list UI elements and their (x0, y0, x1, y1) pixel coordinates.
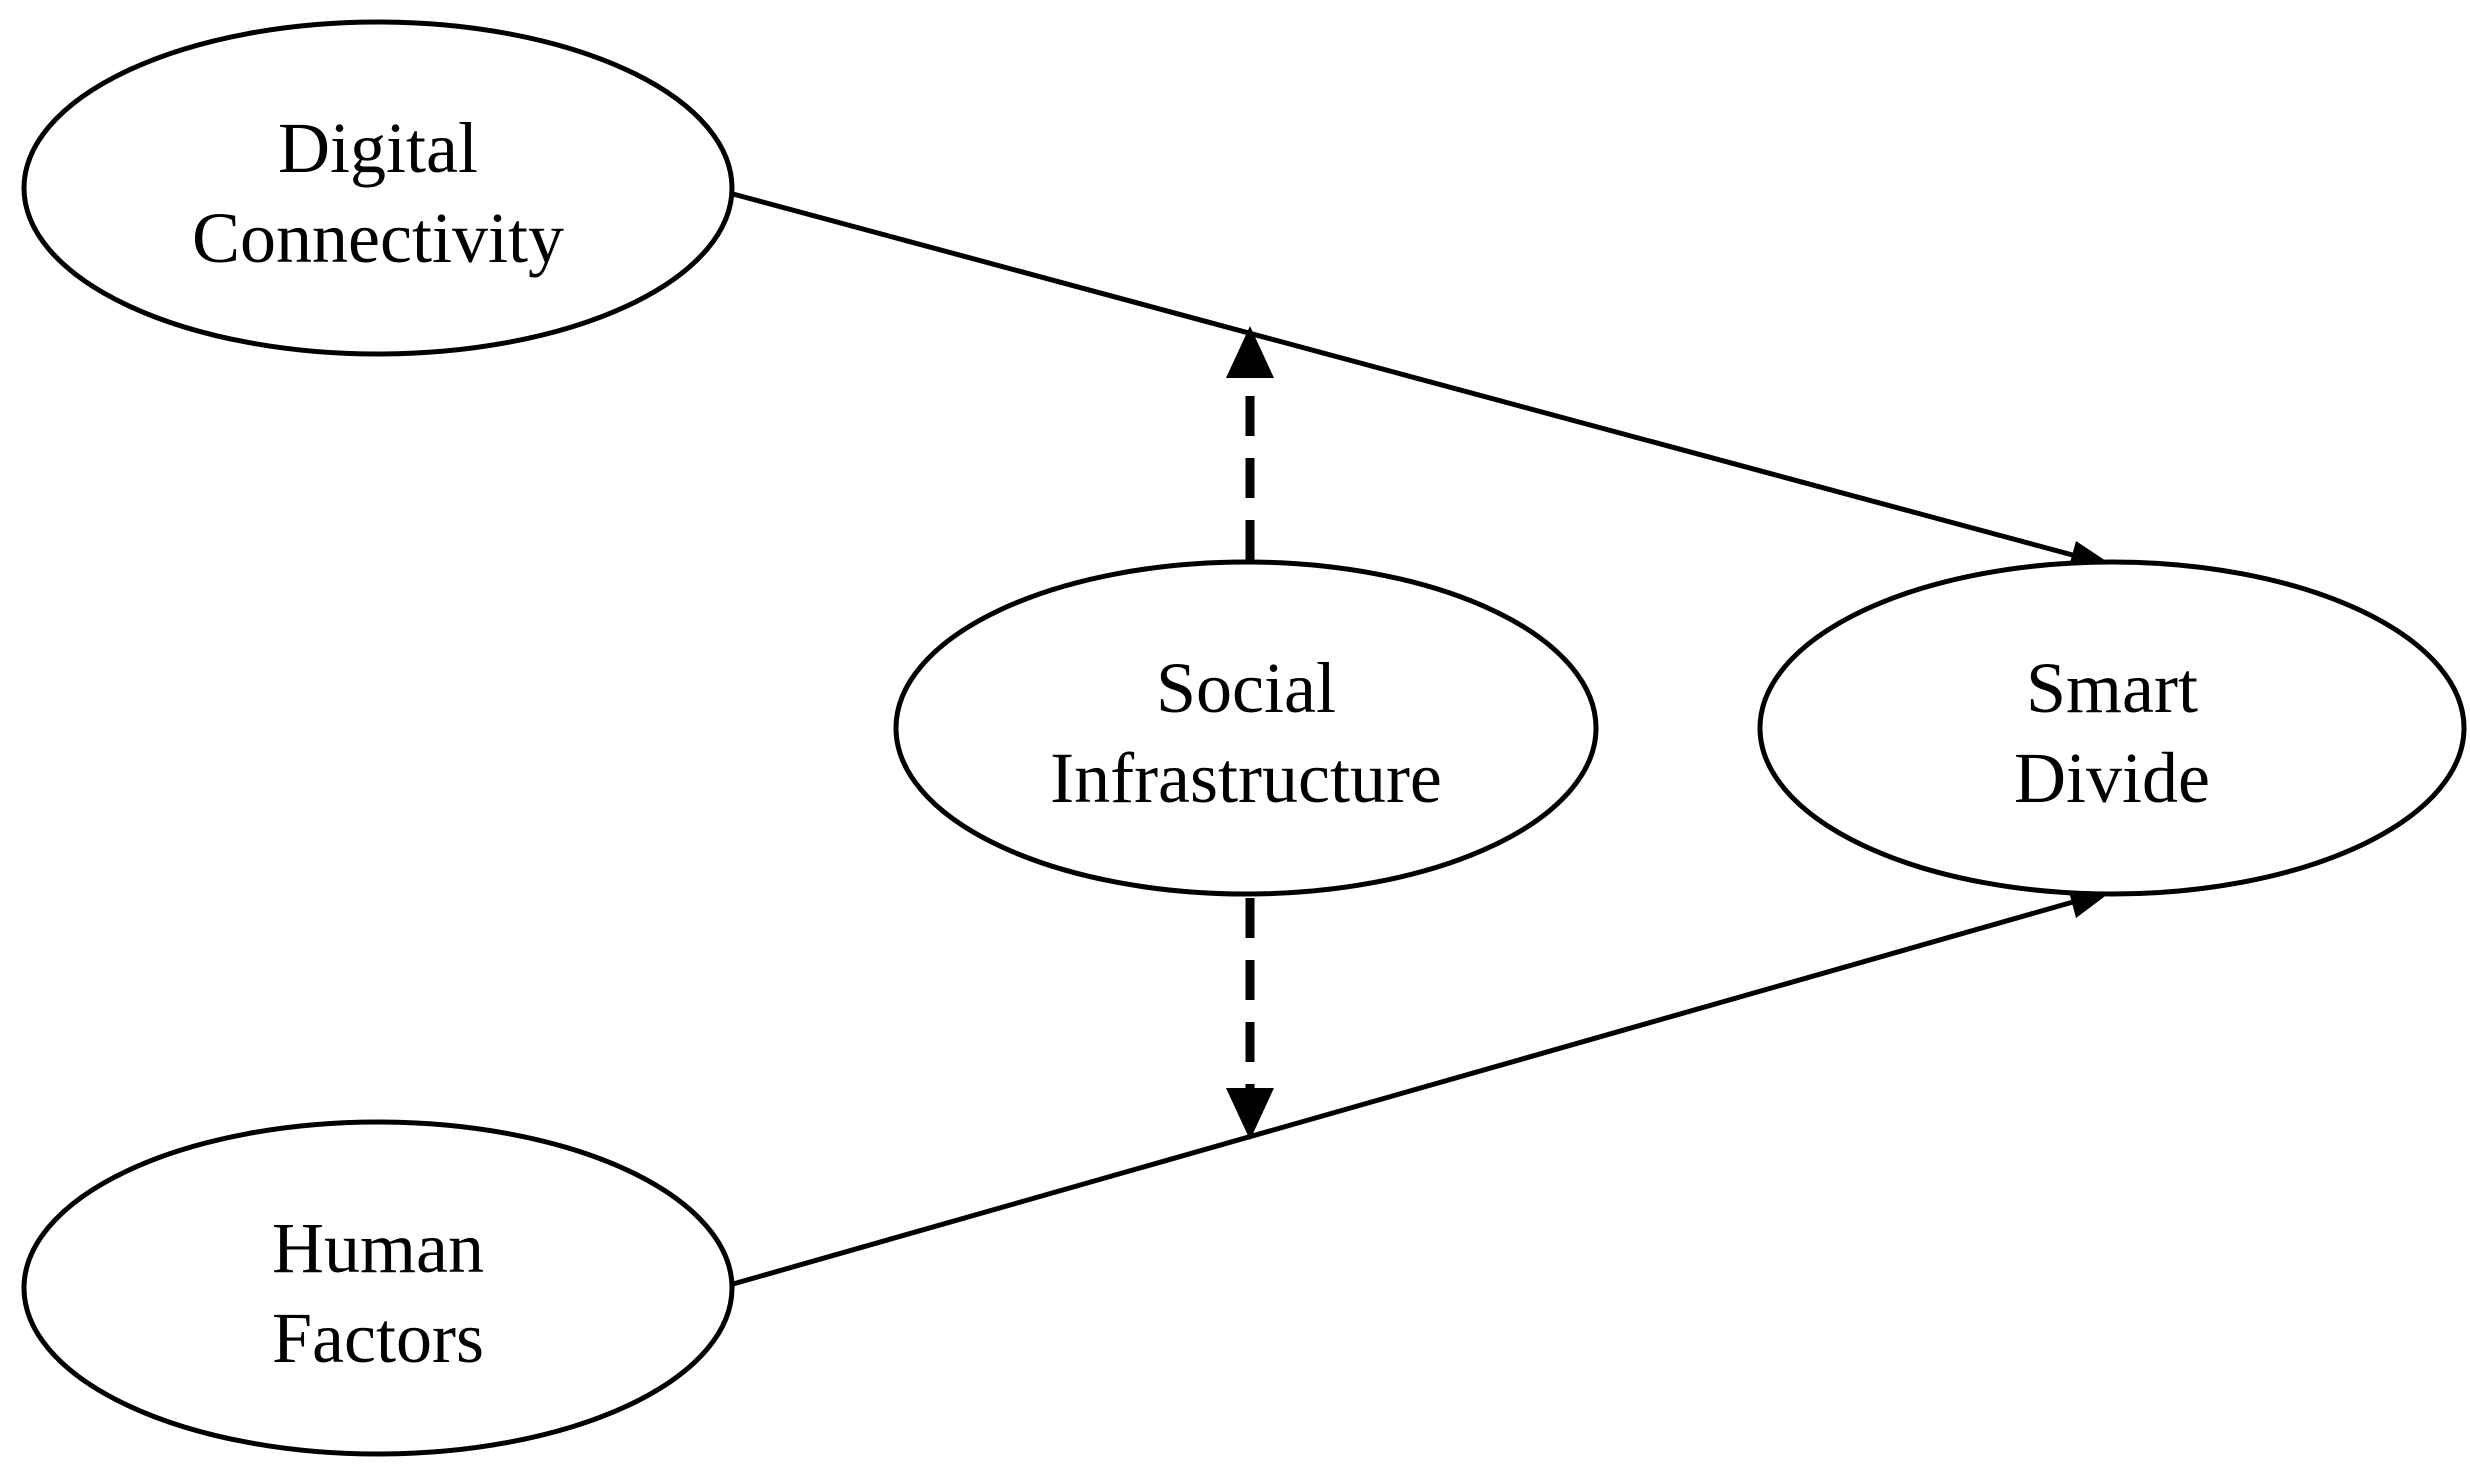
node-ellipse (21, 19, 735, 357)
arrowhead-icon (1226, 326, 1274, 378)
node-label-line1: Smart (2026, 648, 2198, 728)
node-label-line1: Human (272, 1208, 484, 1288)
node-label-line2: Infrastructure (1050, 738, 1442, 818)
node-label-line1: Digital (278, 108, 478, 188)
node-label-line2: Connectivity (192, 198, 564, 278)
node-label-line2: Factors (272, 1298, 484, 1378)
edge-social-infrastructure-to-lower-path (1226, 898, 1274, 1140)
node-ellipse (893, 559, 1599, 897)
edge-digital-connectivity-to-smart-divide (732, 191, 2112, 570)
node-smart-divide: Smart Divide (1757, 559, 2467, 897)
node-ellipse (21, 1119, 735, 1457)
node-human-factors: Human Factors (21, 1119, 735, 1457)
edge-human-factors-to-smart-divide (732, 888, 2112, 1287)
node-label-line1: Social (1156, 648, 1336, 728)
node-digital-connectivity: Digital Connectivity (21, 19, 735, 357)
node-label-line2: Divide (2014, 738, 2210, 818)
edge-social-infrastructure-to-upper-path (1226, 326, 1274, 560)
node-ellipse (1757, 559, 2467, 897)
arrowhead-icon (1226, 1088, 1274, 1140)
node-social-infrastructure: Social Infrastructure (893, 559, 1599, 897)
